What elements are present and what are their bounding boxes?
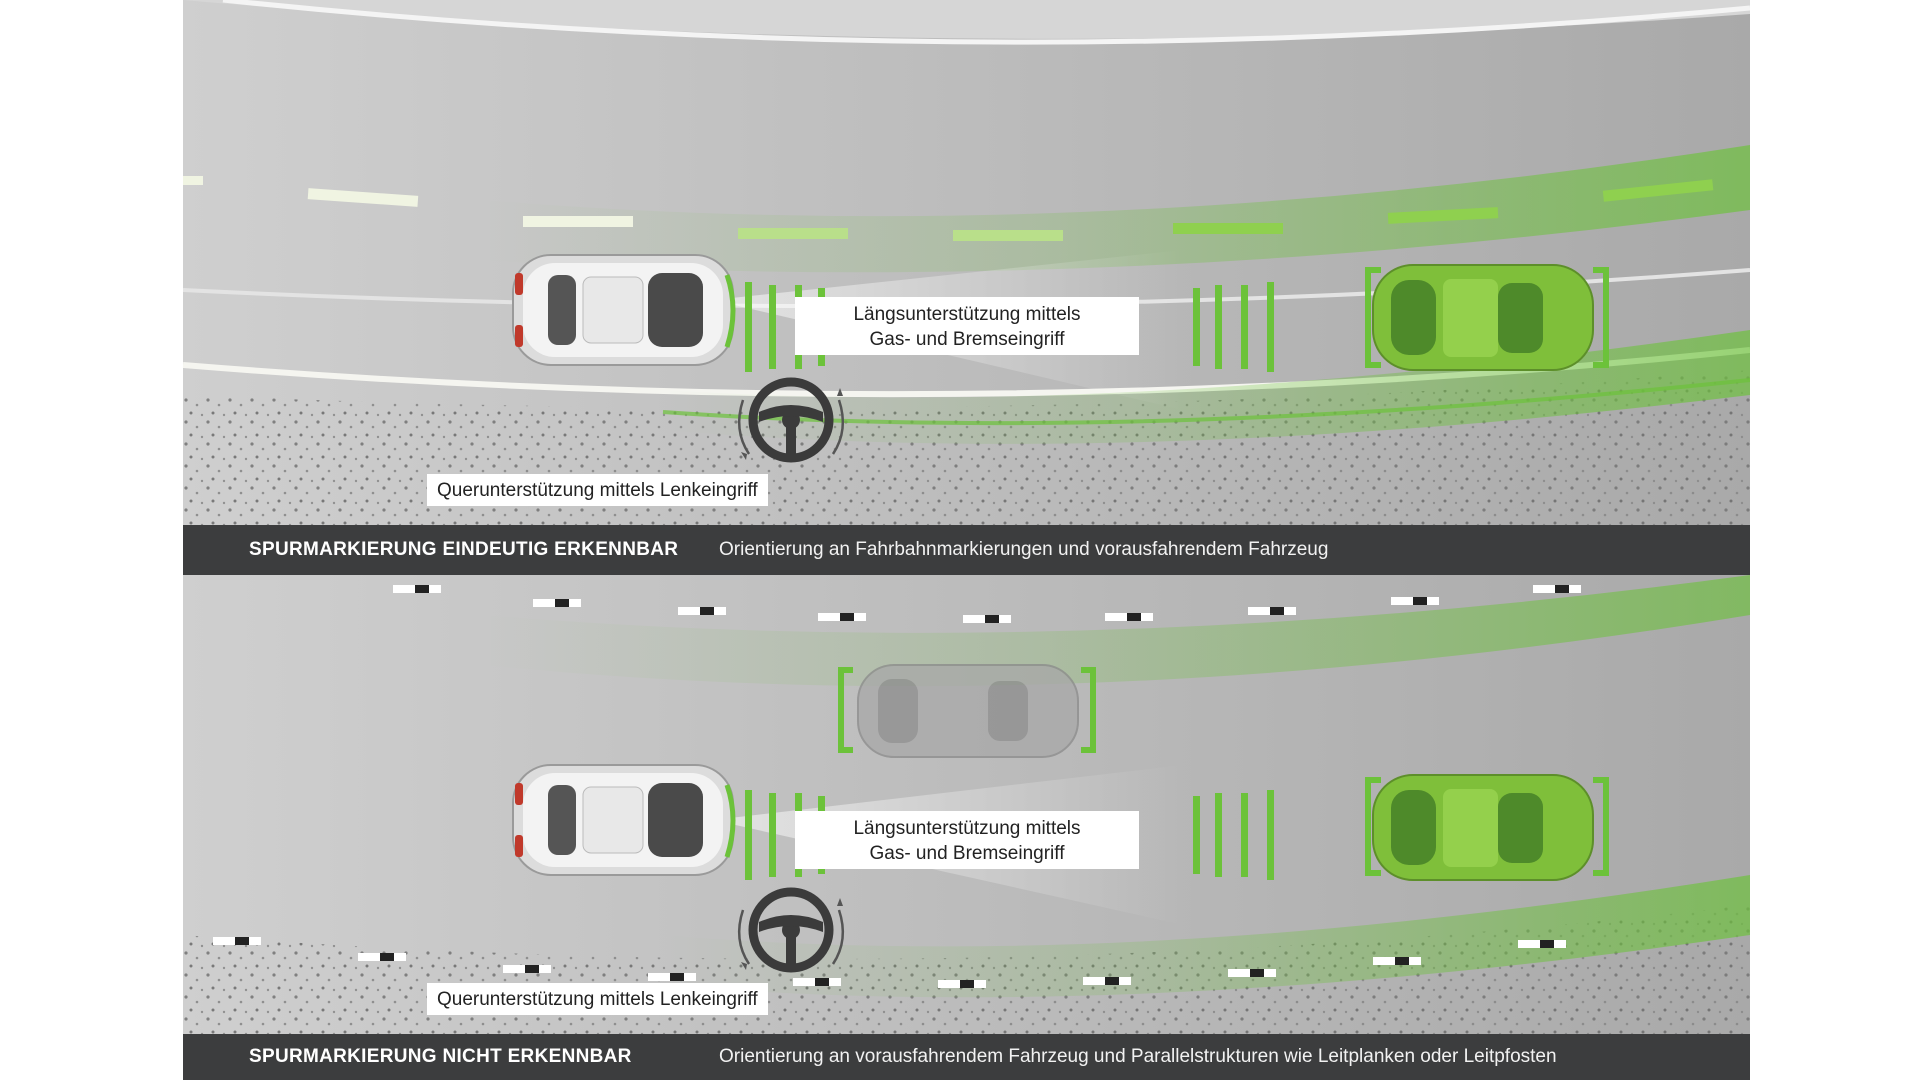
steering-wheel-icon [737,887,845,973]
lateral-label-text: Querunterstützung mittels Lenkeingriff [437,480,758,501]
lead-car-bracket-top [1365,267,1609,368]
ego-car-icon [512,254,736,366]
road-scene-top [183,0,1750,525]
scenario-description-bottom: Orientierung an vorausfahrendem Fahrzeug… [719,1046,1557,1067]
longitudinal-support-label-bottom: Längsunterstützung mittels Gas- und Brem… [795,811,1139,869]
longitudinal-label-line1: Längsunterstützung mittels [853,818,1081,839]
steering-wheel-icon [737,377,845,463]
lead-car-icon [1372,264,1594,371]
road-scene-bottom [183,575,1750,1034]
lead-car-icon [1372,774,1594,881]
ego-car-icon [512,764,736,876]
longitudinal-label-line2: Gas- und Bremseingriff [869,329,1065,350]
guide-posts-top-row [393,585,1581,623]
ghost-car-icon [857,664,1079,758]
lateral-support-label-top: Querunterstützung mittels Lenkeingriff [427,474,768,506]
scenario-title-top: SPURMARKIERUNG EINDEUTIG ERKENNBAR [249,539,679,560]
ghost-car-bracket [838,667,1096,753]
scenario-bar-bottom: SPURMARKIERUNG NICHT ERKENNBAR Orientier… [183,1034,1750,1080]
panel-lane-markings-visible: Längsunterstützung mittels Gas- und Brem… [183,0,1750,525]
lateral-support-label-bottom: Querunterstützung mittels Lenkeingriff [427,983,768,1015]
diagram-canvas: Längsunterstützung mittels Gas- und Brem… [183,0,1750,1080]
scenario-description-top: Orientierung an Fahrbahnmarkierungen und… [719,539,1329,560]
scenario-title-bottom: SPURMARKIERUNG NICHT ERKENNBAR [249,1046,632,1067]
lateral-label-text: Querunterstützung mittels Lenkeingriff [437,989,758,1010]
longitudinal-label-line1: Längsunterstützung mittels [853,304,1081,325]
longitudinal-support-label-top: Längsunterstützung mittels Gas- und Brem… [795,297,1139,355]
longitudinal-label-line2: Gas- und Bremseingriff [869,843,1065,864]
lead-car-bracket-bottom [1365,777,1609,876]
panel-lane-markings-not-visible: Längsunterstützung mittels Gas- und Brem… [183,575,1750,1034]
scenario-bar-top: SPURMARKIERUNG EINDEUTIG ERKENNBAR Orien… [183,525,1750,575]
guide-posts-bottom-row [213,937,1566,988]
